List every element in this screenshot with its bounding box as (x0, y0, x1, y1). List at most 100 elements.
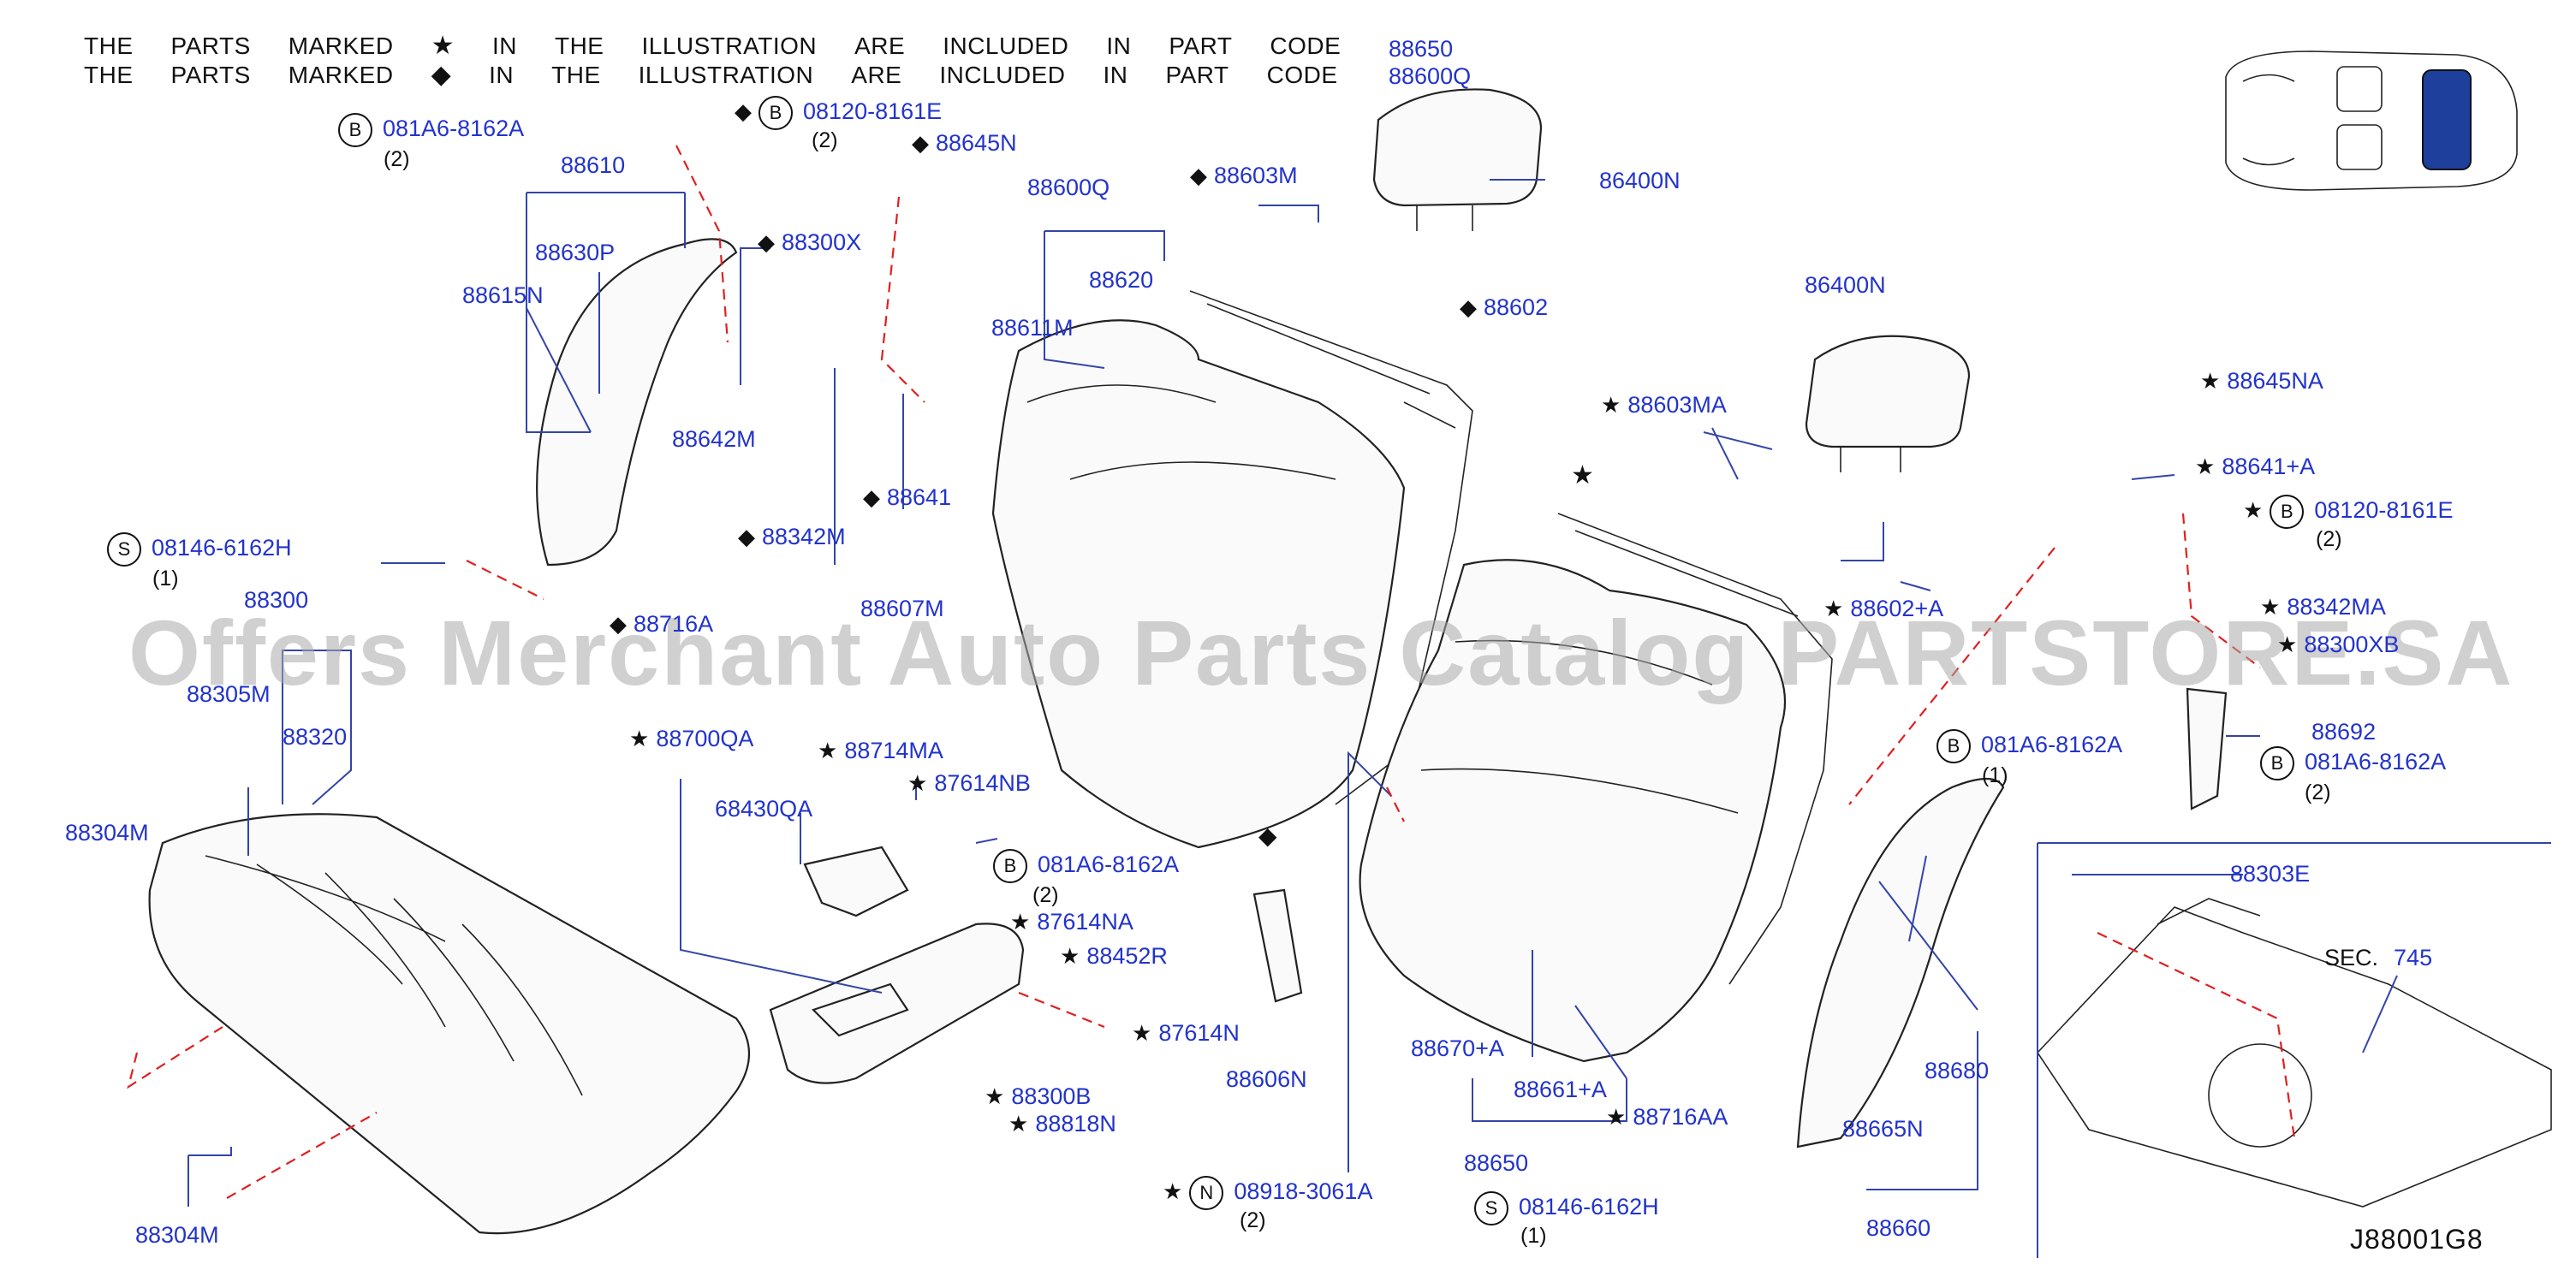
part-number: 88650 (1389, 36, 1454, 62)
part-label-88661-A[interactable]: 88661+A (1514, 1077, 1607, 1103)
part-label-88630P[interactable]: 88630P (535, 240, 615, 266)
part-label-88716AA[interactable]: ★88716AA (1606, 1104, 1728, 1131)
part-label-87614NB[interactable]: ★87614NB (907, 770, 1031, 797)
part-label-88818N[interactable]: ★88818N (1008, 1111, 1116, 1137)
part-number: 87614NB (934, 770, 1031, 796)
part-label-88300[interactable]: 88300 (244, 587, 308, 614)
part-label-88716A[interactable]: ◆88716A (610, 611, 713, 638)
part-label-88641-A[interactable]: ★88641+A (2195, 454, 2315, 480)
part-number: 88818N (1035, 1111, 1116, 1136)
star-marker-icon: ★ (2200, 368, 2221, 394)
bolt-circle-icon: B (993, 849, 1027, 883)
part-label-88452R[interactable]: ★88452R (1060, 943, 1168, 970)
part-label-87614N[interactable]: ★87614N (1132, 1020, 1240, 1047)
part-label-88342MA[interactable]: ★88342MA (2260, 594, 2386, 620)
part-label-88642M[interactable]: 88642M (672, 426, 756, 453)
diamond-symbol: ◆ (431, 61, 452, 89)
side-bolster-left-icon (536, 238, 738, 567)
note-word: THE (84, 33, 134, 59)
part-label-88607M[interactable]: 88607M (860, 596, 944, 622)
part-qty: (2) (1032, 883, 1059, 907)
part-label-88692[interactable]: 88692 (2311, 719, 2376, 745)
note-word: MARKED (288, 62, 394, 88)
note-word: ILLUSTRATION (641, 33, 818, 59)
part-number: 88645N (936, 130, 1017, 156)
section-reference[interactable]: SEC.745 (2324, 945, 2432, 971)
diamond-marker-icon: ◆ (735, 98, 752, 125)
part-label-88700QA[interactable]: ★88700QA (629, 726, 753, 752)
star-marker-icon: ★ (1601, 392, 1621, 418)
part-qty: (2) (2316, 527, 2342, 551)
part-label-88606N[interactable]: 88606N (1226, 1066, 1307, 1093)
bolt-circle-icon: B (1936, 729, 1971, 763)
part-number: 88304M (135, 1222, 219, 1248)
diamond-marker-icon: ◆ (758, 229, 775, 255)
part-number: 08146-6162H (1519, 1194, 1659, 1220)
part-label-88300XB[interactable]: ★88300XB (2277, 632, 2399, 658)
part-label-88645N[interactable]: ◆ 88645N (912, 130, 1017, 157)
part-label-88342M[interactable]: ◆88342M (738, 524, 846, 550)
part-label-88620[interactable]: 88620 (1089, 267, 1153, 294)
part-number: 88716AA (1633, 1104, 1728, 1130)
part-label-88304M[interactable]: 88304M (135, 1222, 219, 1249)
part-label-86400N[interactable]: 86400N (1805, 272, 1886, 299)
part-number: 88300XB (2304, 632, 2400, 657)
part-label-88650[interactable]: 88650 (1464, 1150, 1528, 1177)
diamond-marker-icon: ◆ (1190, 163, 1207, 188)
part-label-88665N[interactable]: 88665N (1842, 1116, 1924, 1142)
part-number: 08918-3061A (1234, 1178, 1373, 1205)
star-marker-icon: ★ (818, 738, 838, 763)
star-marker-icon: ★ (629, 726, 650, 751)
part-label-86400N[interactable]: 86400N (1599, 168, 1681, 194)
part-number: 88650 (1464, 1150, 1529, 1176)
part-label-88603M[interactable]: ◆88603M (1190, 163, 1298, 189)
part-label-68430QA[interactable]: 68430QA (715, 796, 812, 822)
part-number: 88602 (1484, 294, 1549, 320)
armrest-icon (769, 923, 1025, 1084)
part-label-88300B[interactable]: ★88300B (985, 1083, 1091, 1110)
star-marker-icon: ★ (2277, 632, 2298, 657)
part-label-88615N[interactable]: 88615N (462, 282, 544, 309)
part-label-88611M[interactable]: 88611M (991, 315, 1074, 341)
part-label-88603MA[interactable]: ★88603MA (1601, 392, 1727, 418)
part-qty: (2) (384, 147, 410, 171)
part-label-88300X[interactable]: ◆88300X (758, 229, 861, 256)
part-label-87614NA[interactable]: ★87614NA (1010, 909, 1133, 935)
part-label-88320[interactable]: 88320 (283, 724, 347, 751)
part-label-88600Q[interactable]: 88600Q (1027, 175, 1110, 201)
part-label-88641[interactable]: ◆88641 (863, 484, 951, 511)
part-number: 88607M (860, 596, 944, 621)
note-word: IN (1103, 62, 1128, 88)
note-word: CODE (1270, 33, 1342, 59)
part-label-88303E[interactable]: 88303E (2230, 861, 2310, 887)
diamond-marker-icon: ◆ (863, 484, 880, 510)
part-label-88305M[interactable]: 88305M (187, 681, 271, 708)
part-label-88602-A[interactable]: ★88602+A (1823, 596, 1943, 622)
part-qty: (2) (2305, 780, 2331, 804)
part-label-88714MA[interactable]: ★88714MA (818, 738, 943, 764)
part-label-88610[interactable]: 88610 (561, 152, 625, 179)
part-label-88680[interactable]: 88680 (1925, 1058, 1989, 1084)
leader-lines (187, 179, 2551, 1258)
part-label-88602[interactable]: ◆88602 (1460, 294, 1548, 321)
part-label-88670-A[interactable]: 88670+A (1411, 1036, 1504, 1062)
part-label-88645NA[interactable]: ★88645NA (2200, 368, 2323, 395)
part-label-88600Q[interactable]: 88600Q (1389, 63, 1471, 90)
note-word: ARE (854, 33, 906, 59)
star-marker-icon: ★ (2260, 594, 2281, 620)
part-label-88650[interactable]: 88650 (1389, 36, 1453, 62)
diamond-marker-icon: ◆ (912, 130, 929, 156)
part-label-88660[interactable]: 88660 (1866, 1215, 1931, 1242)
side-bolster-right-icon (1796, 778, 2005, 1148)
part-label-88304M[interactable]: 88304M (65, 820, 149, 846)
